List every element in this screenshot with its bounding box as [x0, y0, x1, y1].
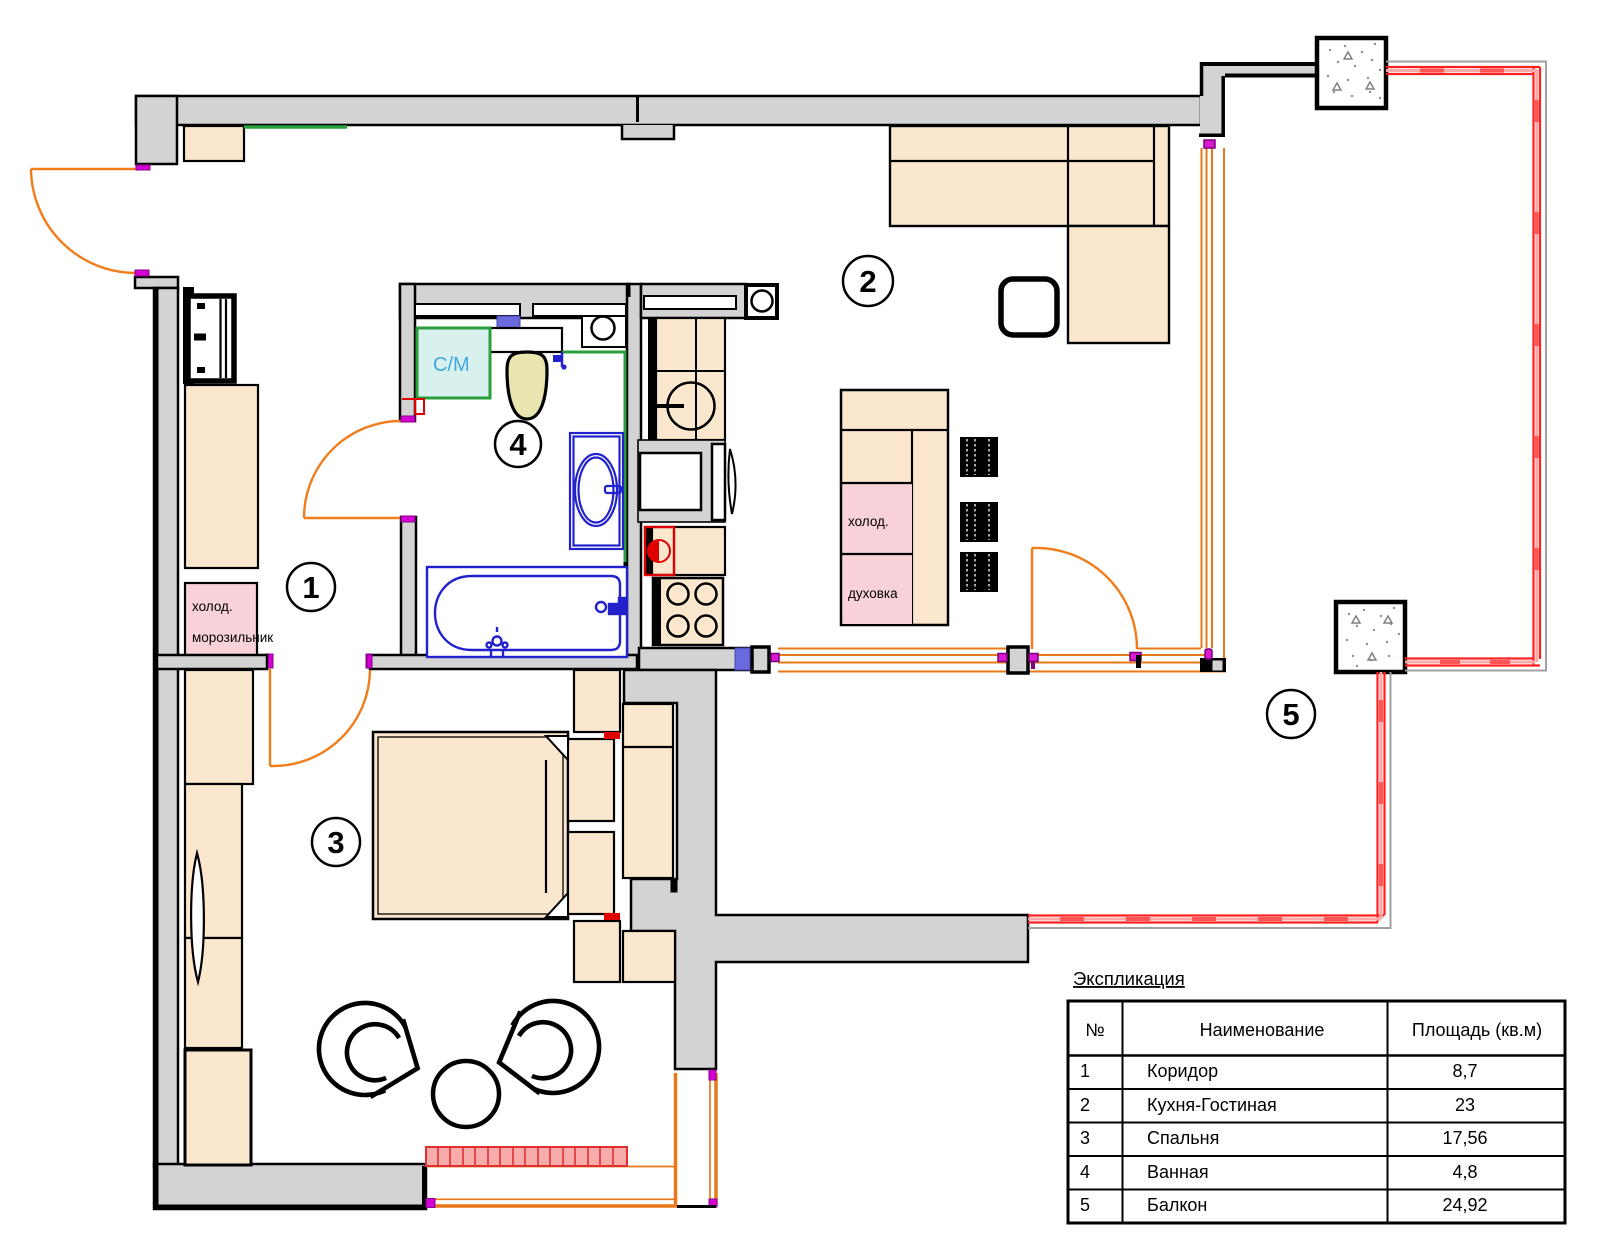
svg-text:3: 3	[1080, 1128, 1090, 1148]
svg-text:1: 1	[1080, 1061, 1090, 1081]
svg-text:Ванная: Ванная	[1147, 1162, 1209, 1182]
svg-text:5: 5	[1080, 1195, 1090, 1215]
svg-text:Балкон: Балкон	[1147, 1195, 1207, 1215]
svg-text:1: 1	[302, 570, 319, 605]
svg-text:17,56: 17,56	[1442, 1128, 1487, 1148]
svg-text:Кухня-Гостиная: Кухня-Гостиная	[1147, 1095, 1277, 1115]
svg-text:8,7: 8,7	[1452, 1061, 1477, 1081]
svg-text:№: №	[1085, 1020, 1104, 1040]
svg-text:Спальня: Спальня	[1147, 1128, 1219, 1148]
svg-text:2: 2	[859, 264, 876, 299]
svg-text:4,8: 4,8	[1452, 1162, 1477, 1182]
svg-text:24,92: 24,92	[1442, 1195, 1487, 1215]
svg-text:Экспликация: Экспликация	[1073, 968, 1185, 989]
svg-text:4: 4	[509, 427, 527, 462]
svg-text:3: 3	[327, 825, 344, 860]
svg-text:C/M: C/M	[433, 354, 470, 376]
svg-text:холод.: холод.	[192, 599, 233, 614]
svg-text:Площадь (кв.м): Площадь (кв.м)	[1412, 1020, 1542, 1040]
svg-text:Коридор: Коридор	[1147, 1061, 1218, 1081]
svg-text:холод.: холод.	[848, 514, 889, 529]
svg-text:2: 2	[1080, 1095, 1090, 1115]
svg-text:23: 23	[1455, 1095, 1475, 1115]
svg-text:5: 5	[1282, 697, 1299, 732]
svg-text:духовка: духовка	[848, 586, 898, 601]
svg-text:Наименование: Наименование	[1200, 1020, 1325, 1040]
svg-text:4: 4	[1080, 1162, 1090, 1182]
svg-text:морозильник: морозильник	[192, 630, 273, 645]
